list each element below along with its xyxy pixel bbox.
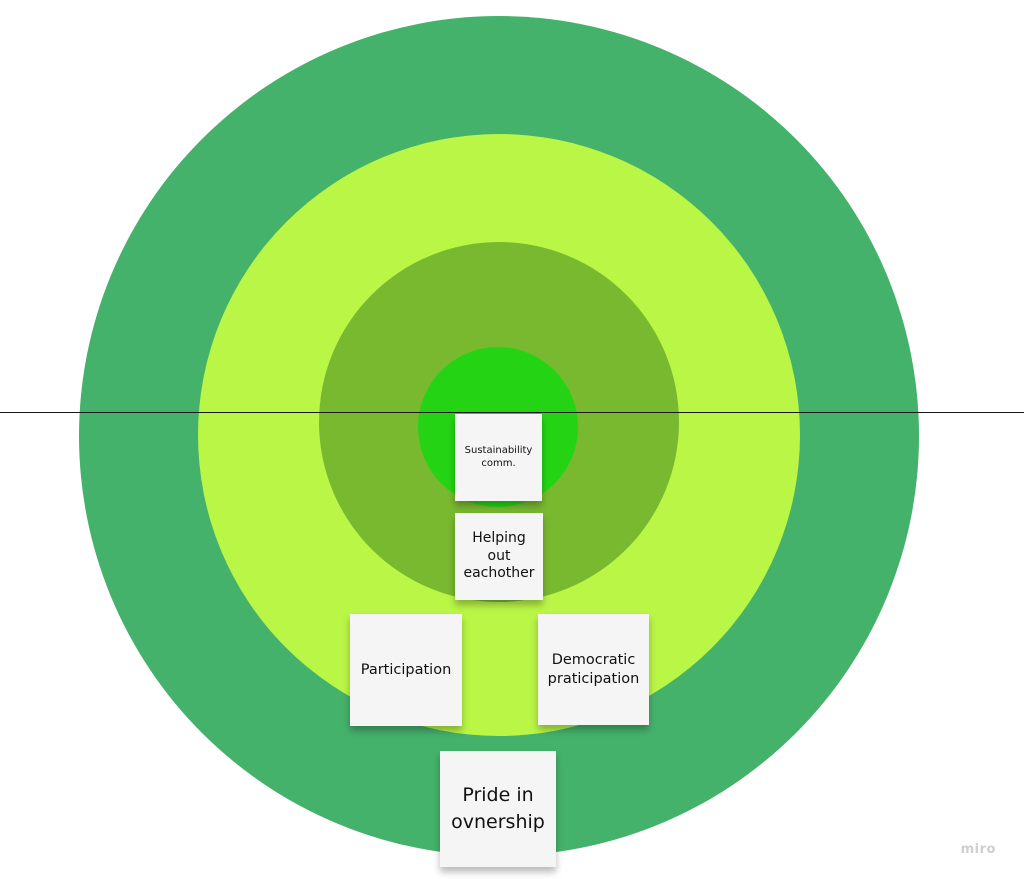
sticky-note-sustainability[interactable]: Sustainability comm. bbox=[455, 414, 542, 501]
sticky-note-pride[interactable]: Pride in ovnership bbox=[440, 751, 556, 867]
sticky-note-participation[interactable]: Participation bbox=[350, 614, 462, 726]
sticky-note-text: Helping out eachother bbox=[463, 530, 535, 582]
sticky-note-helping[interactable]: Helping out eachother bbox=[455, 513, 543, 600]
sticky-note-text: Democratic praticipation bbox=[547, 652, 640, 687]
sticky-note-democratic[interactable]: Democratic praticipation bbox=[538, 614, 649, 725]
sticky-note-text: Sustainability comm. bbox=[464, 445, 533, 469]
sticky-note-text: Pride in ovnership bbox=[451, 784, 545, 833]
sticky-note-text: Participation bbox=[360, 661, 452, 678]
horizontal-divider-line bbox=[0, 412, 1024, 413]
miro-watermark: miro bbox=[960, 842, 996, 857]
